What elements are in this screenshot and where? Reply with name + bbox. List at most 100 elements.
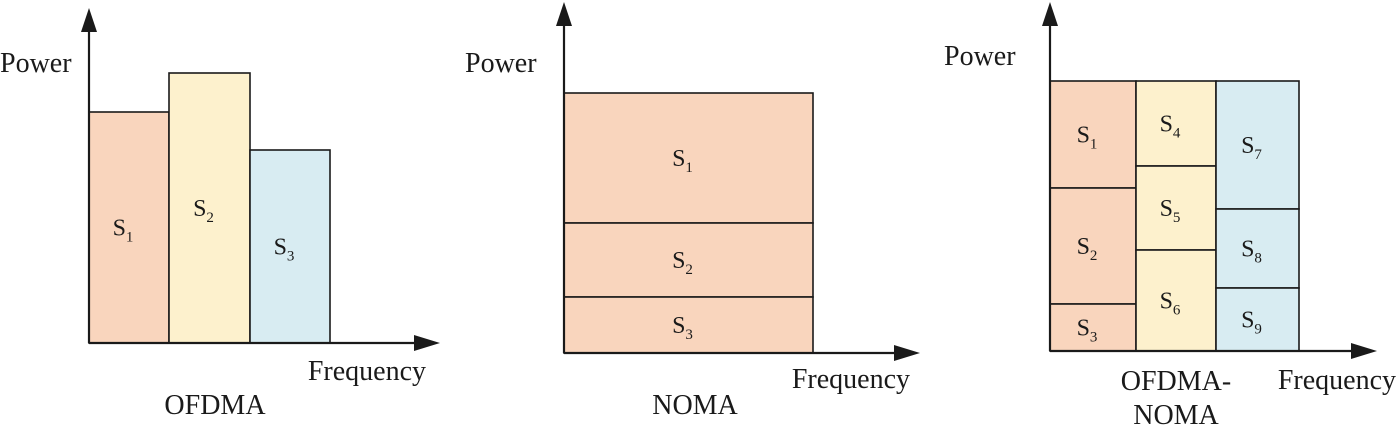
x-axis-label: Frequency [792,364,910,395]
panel-caption: NOMA [1133,400,1219,431]
block-label-base: S [113,216,126,242]
y-axis-label: Power [0,48,72,79]
block-s2: S2 [563,222,814,298]
y-axis-label: Power [944,41,1016,72]
x-axis-arrow [414,335,440,351]
block-label-base: S [1077,234,1090,260]
block-s1: S1 [88,111,170,344]
panel-caption: OFDMA- [1121,366,1231,397]
block-label-base: S [1160,112,1173,138]
block-label-subscript: 2 [1090,248,1098,264]
block-rect [249,149,331,344]
block-s9: S9 [1215,287,1300,352]
block-rect [168,72,251,344]
block-rect [1215,80,1300,210]
x-axis-arrow [1351,343,1377,359]
block-label: S1 [113,216,134,246]
block-label: S2 [1077,234,1098,264]
block-label: S3 [274,235,295,265]
block-label: S5 [1160,196,1181,226]
block-rect [563,92,814,224]
block-rect [1135,80,1217,167]
block-label: S1 [1077,123,1098,153]
x-axis-label: Frequency [1278,365,1396,396]
y-axis-label: Power [465,48,537,79]
block-label-subscript: 1 [685,160,693,176]
block-rect [1049,187,1137,305]
block-label-subscript: 3 [1090,330,1098,346]
block-rect [563,222,814,298]
block-label-subscript: 3 [685,327,693,343]
block-s2: S2 [168,72,251,344]
block-s3: S3 [563,296,814,354]
block-label: S8 [1241,237,1262,267]
block-rect [563,296,814,354]
block-s6: S6 [1135,249,1217,352]
block-label-subscript: 7 [1254,147,1262,163]
block-s5: S5 [1135,165,1217,251]
block-s3: S3 [1049,303,1137,352]
block-label-base: S [672,146,685,172]
y-axis-arrow [1042,2,1058,26]
x-axis-arrow [894,345,920,361]
block-label: S2 [672,248,693,278]
block-label-subscript: 4 [1173,126,1181,142]
axes [556,2,920,361]
block-s2: S2 [1049,187,1137,305]
panels-root: S1S2S3PowerFrequencyOFDMAS1S2S3PowerFreq… [0,2,1396,431]
block-label-subscript: 9 [1254,322,1262,338]
block-label: S4 [1160,112,1181,142]
block-label-base: S [1160,289,1173,315]
block-label: S2 [193,196,214,226]
block-label-subscript: 8 [1254,251,1262,267]
block-label-base: S [1160,196,1173,222]
block-label-subscript: 2 [206,210,214,226]
block-rect [1049,80,1137,189]
block-rect [1049,303,1137,352]
block-s1: S1 [563,92,814,224]
block-label: S1 [672,146,693,176]
block-label-subscript: 1 [126,230,134,246]
block-label-base: S [672,248,685,274]
block-label: S6 [1160,289,1181,319]
axes [81,8,440,351]
y-axis-arrow [556,2,572,26]
block-label-base: S [672,313,685,339]
block-label-base: S [1241,308,1254,334]
block-label: S9 [1241,308,1262,338]
block-s4: S4 [1135,80,1217,167]
panel-caption: OFDMA [164,390,266,421]
block-s3: S3 [249,149,331,344]
block-rect [1215,208,1300,289]
block-label-subscript: 6 [1173,303,1181,319]
block-label-subscript: 3 [287,249,295,265]
block-label-base: S [274,235,287,261]
block-label: S3 [1077,316,1098,346]
block-label-base: S [1241,133,1254,159]
block-label-subscript: 1 [1090,137,1098,153]
block-rect [88,111,170,344]
panel-ofdma-noma: S1S2S3S4S5S6S7S8S9PowerFrequencyOFDMA-NO… [944,2,1396,431]
block-rect [1135,249,1217,352]
y-axis-arrow [81,8,97,32]
block-label-base: S [193,196,206,222]
block-label-subscript: 2 [685,262,693,278]
block-label-subscript: 5 [1173,210,1181,226]
block-label: S7 [1241,133,1262,163]
block-label: S3 [672,313,693,343]
block-rect [1215,287,1300,352]
block-label-base: S [1077,123,1090,149]
block-s1: S1 [1049,80,1137,189]
x-axis-label: Frequency [308,356,426,387]
block-s7: S7 [1215,80,1300,210]
panel-caption: NOMA [652,390,738,421]
block-label-base: S [1077,316,1090,342]
block-rect [1135,165,1217,251]
axes [1042,2,1377,359]
